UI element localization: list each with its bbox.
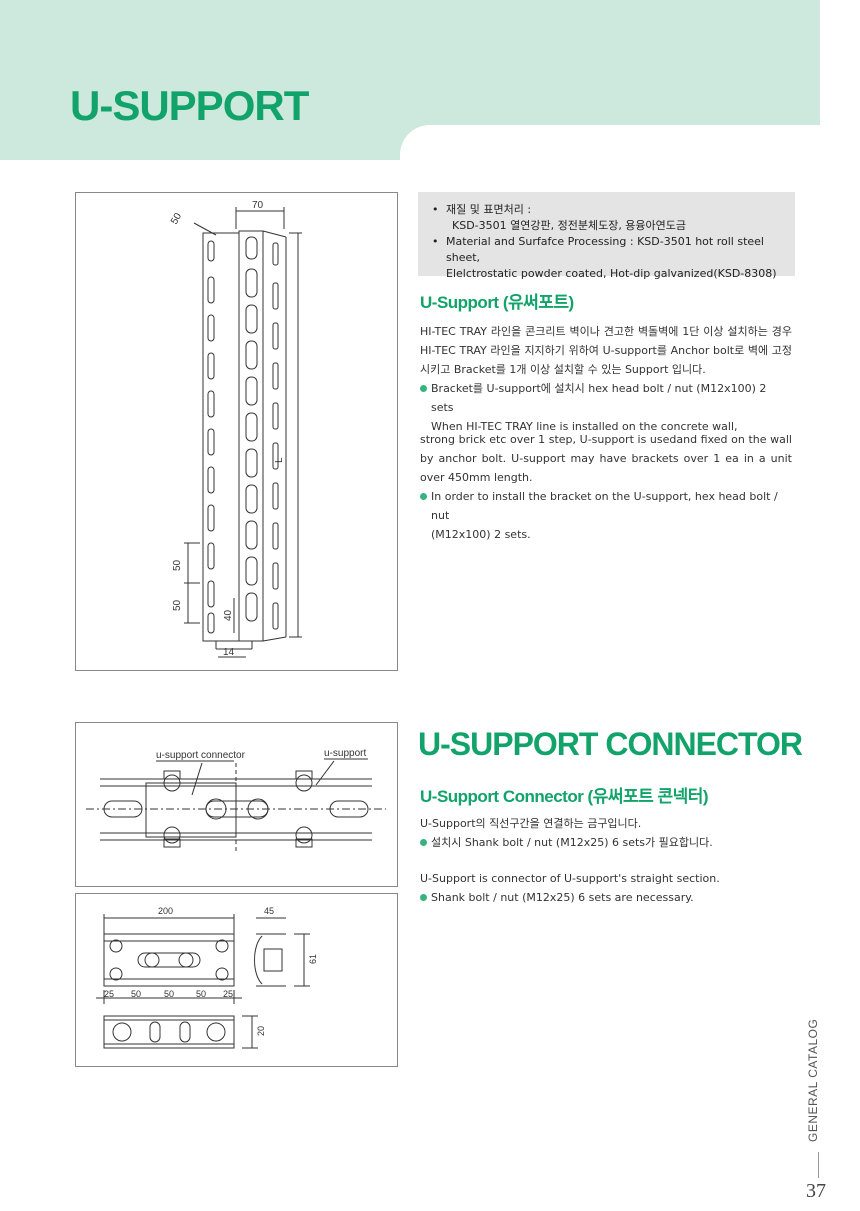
connector-detail-drawing: 200 45 61 25 50 50 50 25 20 [75, 893, 398, 1067]
u-support-en-bullet: In order to install the bracket on the U… [420, 487, 792, 544]
u-support-drawing: 70 50 L 50 50 40 14 [75, 192, 398, 671]
u-support-ko-bullet: Bracket를 U-support에 설치시 hex head bolt / … [420, 379, 792, 436]
spec-ko-value: KSD-3501 열연강판, 정전분체도장, 용융아연도금 [452, 219, 687, 232]
dim-connector-thickness: 20 [256, 1026, 266, 1036]
connector-assembly-drawing: u-support connector u-support [75, 722, 398, 887]
connector-en-line: U-Support is connector of U-support's st… [420, 872, 720, 885]
header-band-tab [0, 120, 420, 160]
page-number: 37 [806, 1180, 826, 1202]
bullet-icon [420, 385, 427, 392]
spec-ko-row: • 재질 및 표면처리 : [432, 203, 532, 216]
connector-assembly-diagram: u-support connector u-support [86, 748, 386, 853]
side-label: GENERAL CATALOG [806, 1018, 820, 1142]
dim-connector-height: 61 [308, 954, 318, 964]
material-spec-box: • 재질 및 표면처리 : KSD-3501 열연강판, 정전분체도장, 용융아… [418, 192, 795, 280]
spec-ko-label: 재질 및 표면처리 : [446, 203, 532, 216]
connector-ko-bullet: 설치시 Shank bolt / nut (M12x25) 6 sets가 필요… [420, 833, 792, 852]
dim-pitch-25-left: 25 [104, 989, 114, 999]
header-band-cutout [400, 125, 830, 165]
u-support-diagram: 70 50 L 50 50 40 14 [169, 200, 302, 658]
u-support-subtitle: U-Support (유써포트) [420, 293, 574, 312]
label-u-support-connector: u-support connector [156, 750, 246, 761]
label-u-support: u-support [324, 748, 366, 759]
page-title: U-SUPPORT [70, 82, 309, 129]
u-support-ko-paragraph: HI-TEC TRAY 라인을 콘크리트 벽이나 견고한 벽돌벽에 1단 이상 … [420, 325, 792, 376]
connector-section-title: U-SUPPORT CONNECTOR [418, 726, 803, 762]
side-rule [818, 1152, 819, 1178]
dim-pitch-50-c: 50 [196, 989, 206, 999]
dim-flange: 50 [169, 211, 184, 227]
connector-subtitle: U-Support Connector (유써포트 콘넥터) [420, 787, 709, 806]
connector-en-bullet: Shank bolt / nut (M12x25) 6 sets are nec… [420, 888, 792, 907]
bullet-icon [420, 493, 427, 500]
dim-pitch-50-a: 50 [131, 989, 141, 999]
dim-pitch-50-b: 50 [164, 989, 174, 999]
dim-connector-width: 45 [264, 906, 274, 916]
dim-top-width: 70 [252, 200, 264, 211]
dim-length: L [274, 457, 285, 463]
spec-en-row: • Material and Surfafce Processing : KSD… [432, 234, 785, 266]
spec-en-label: Material and Surfafce Processing : KSD-3… [446, 235, 764, 264]
bullet-icon [420, 894, 427, 901]
connector-ko-line: U-Support의 직선구간을 연결하는 금구입니다. [420, 817, 642, 830]
dim-pitch-2: 50 [172, 599, 183, 611]
dim-pitch-1: 50 [172, 559, 183, 571]
bullet-icon [420, 839, 427, 846]
u-support-en-paragraph: strong brick etc over 1 step, U-support … [420, 433, 792, 484]
dim-slot: 40 [223, 609, 234, 621]
dim-base: 14 [223, 647, 235, 658]
dim-connector-length: 200 [158, 906, 173, 916]
dim-pitch-25-right: 25 [223, 989, 233, 999]
connector-detail-diagram: 200 45 61 25 50 50 50 25 20 [96, 906, 318, 1049]
spec-en-value: Elelctrostatic powder coated, Hot-dip ga… [446, 267, 777, 280]
